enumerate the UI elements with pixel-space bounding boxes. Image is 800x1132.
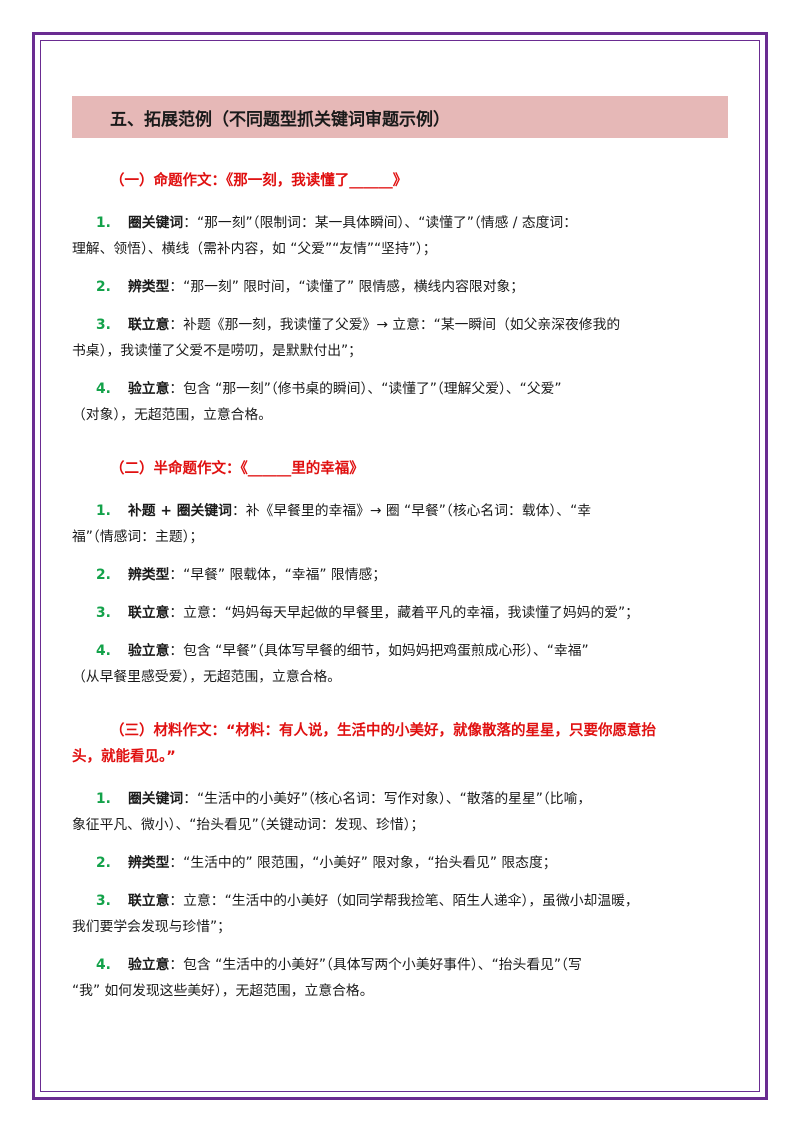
item-text: ：“那一刻” 限时间，“读懂了” 限情感，横线内容限对象； (169, 279, 525, 295)
list-item: 4.验立意：包含 “那一刻”（修书桌的瞬间）、“读懂了”（理解父爱）、“父爱” … (72, 376, 728, 428)
item-number: 1. (96, 791, 111, 807)
item-text: ：立意：“妈妈每天早起做的早餐里，藏着平凡的幸福，我读懂了妈妈的爱”； (169, 605, 639, 621)
item-text-continued: （从早餐里感受爱），无超范围，立意合格。 (72, 669, 342, 685)
item-number: 1. (96, 215, 111, 231)
item-keyword: 验立意 (128, 381, 170, 397)
subsection-title-3-line1: （三）材料作文：“材料：有人说，生活中的小美好，就像散落的星星，只要你愿意抬 (110, 723, 657, 739)
list-item: 2. 辨类型：“那一刻” 限时间，“读懂了” 限情感，横线内容限对象； (72, 274, 728, 300)
item-text: ：“早餐” 限载体，“幸福” 限情感； (169, 567, 387, 583)
list-item: 4.验立意：包含 “早餐”（具体写早餐的细节，如妈妈把鸡蛋煎成心形）、“幸福” … (72, 638, 728, 690)
page-border-inner (40, 40, 760, 1092)
item-keyword: 联立意 (128, 605, 170, 621)
item-text: ：立意：“生活中的小美好（如同学帮我捡笔、陌生人递伞），虽微小却温暖， (169, 893, 639, 909)
item-text-continued: 我们要学会发现与珍惜”； (72, 919, 231, 935)
item-keyword: 辨类型 (128, 567, 170, 583)
section-header: 五、拓展范例（不同题型抓关键词审题示例） (72, 96, 728, 138)
subsection-title-2: （二）半命题作文：《______里的幸福》 (110, 461, 364, 477)
item-number: 4. (96, 643, 111, 659)
item-text-continued: 书桌），我读懂了父爱不是唠叨，是默默付出”； (72, 343, 362, 359)
item-number: 2. (96, 279, 111, 295)
list-item: 2. 辨类型：“早餐” 限载体，“幸福” 限情感； (72, 562, 728, 588)
item-text: ：“生活中的小美好”（核心名词：写作对象）、“散落的星星”（比喻， (183, 791, 592, 807)
item-text: ：包含 “早餐”（具体写早餐的细节，如妈妈把鸡蛋煎成心形）、“幸福” (169, 643, 589, 659)
item-text: ：包含 “生活中的小美好”（具体写两个小美好事件）、“抬头看见”（写 (169, 957, 582, 973)
item-text: ：“生活中的” 限范围，“小美好” 限对象，“抬头看见” 限态度； (169, 855, 557, 871)
item-keyword: 辨类型 (128, 855, 170, 871)
item-text-continued: 理解、领悟）、横线（需补内容，如 “父爱”“友情”“坚持”）； (72, 241, 437, 257)
list-item: 4.验立意：包含 “生活中的小美好”（具体写两个小美好事件）、“抬头看见”（写 … (72, 952, 728, 1004)
item-number: 2. (96, 855, 111, 871)
item-text-continued: “我” 如何发现这些美好），无超范围，立意合格。 (72, 983, 374, 999)
item-number: 4. (96, 381, 111, 397)
item-keyword: 圈关键词 (128, 215, 184, 231)
item-keyword: 补题 + 圈关键词 (128, 503, 232, 519)
item-text-continued: 象征平凡、微小）、“抬头看见”（关键动词：发现、珍惜）； (72, 817, 425, 833)
list-item: 2. 辨类型：“生活中的” 限范围，“小美好” 限对象，“抬头看见” 限态度； (72, 850, 728, 876)
item-number: 1. (96, 503, 111, 519)
item-number: 2. (96, 567, 111, 583)
item-number: 4. (96, 957, 111, 973)
page-border-outer (32, 32, 768, 1100)
item-text: ：包含 “那一刻”（修书桌的瞬间）、“读懂了”（理解父爱）、“父爱” (169, 381, 562, 397)
subsection-title-3: （三）材料作文：“材料：有人说，生活中的小美好，就像散落的星星，只要你愿意抬 头… (72, 718, 728, 770)
item-number: 3. (96, 605, 111, 621)
document-content: 五、拓展范例（不同题型抓关键词审题示例） （一）命题作文：《那一刻，我读懂了__… (72, 96, 728, 1004)
item-text: ：“那一刻”（限制词：某一具体瞬间）、“读懂了”（情感 / 态度词： (183, 215, 578, 231)
item-text: ：补题《那一刻，我读懂了父爱》→ 立意：“某一瞬间（如父亲深夜修我的 (169, 317, 621, 333)
item-number: 3. (96, 893, 111, 909)
list-item: 1. 圈关键词：“那一刻”（限制词：某一具体瞬间）、“读懂了”（情感 / 态度词：… (72, 210, 728, 262)
list-item: 1. 补题 + 圈关键词：补《早餐里的幸福》→ 圈 “早餐”（核心名词：载体）、“… (72, 498, 728, 550)
item-text-continued: （对象），无超范围，立意合格。 (72, 407, 273, 423)
header-title: 五、拓展范例（不同题型抓关键词审题示例） (110, 109, 450, 130)
list-item: 1.圈关键词：“生活中的小美好”（核心名词：写作对象）、“散落的星星”（比喻， … (72, 786, 728, 838)
item-keyword: 圈关键词 (128, 791, 184, 807)
item-number: 3. (96, 317, 111, 333)
list-item: 3. 联立意：立意：“生活中的小美好（如同学帮我捡笔、陌生人递伞），虽微小却温暖，… (72, 888, 728, 940)
item-keyword: 联立意 (128, 893, 170, 909)
item-text: ：补《早餐里的幸福》→ 圈 “早餐”（核心名词：载体）、“幸 (231, 503, 592, 519)
item-keyword: 验立意 (128, 643, 170, 659)
item-keyword: 联立意 (128, 317, 170, 333)
list-item: 3.联立意：补题《那一刻，我读懂了父爱》→ 立意：“某一瞬间（如父亲深夜修我的 … (72, 312, 728, 364)
subsection-title-1: （一）命题作文：《那一刻，我读懂了______》 (110, 173, 408, 189)
item-keyword: 验立意 (128, 957, 170, 973)
list-item: 3. 联立意：立意：“妈妈每天早起做的早餐里，藏着平凡的幸福，我读懂了妈妈的爱”； (72, 600, 728, 626)
item-text-continued: 福”（情感词：主题）； (72, 529, 204, 545)
item-keyword: 辨类型 (128, 279, 170, 295)
subsection-title-3-line2: 头，就能看见。” (72, 749, 176, 765)
